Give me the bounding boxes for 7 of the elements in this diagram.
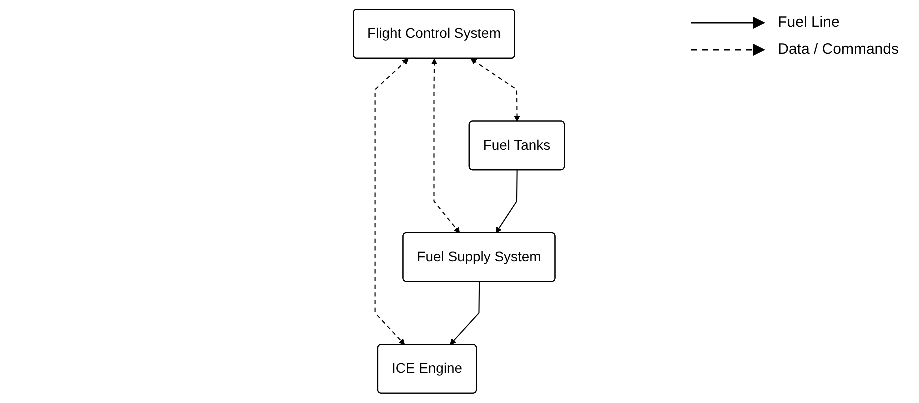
arrow — [496, 170, 518, 234]
arrow — [432, 58, 461, 234]
arrow — [471, 58, 521, 122]
arrow — [450, 282, 481, 346]
legend-label: Fuel Line — [778, 14, 840, 31]
arrow — [375, 58, 410, 346]
legend-label: Data / Commands — [778, 41, 899, 58]
